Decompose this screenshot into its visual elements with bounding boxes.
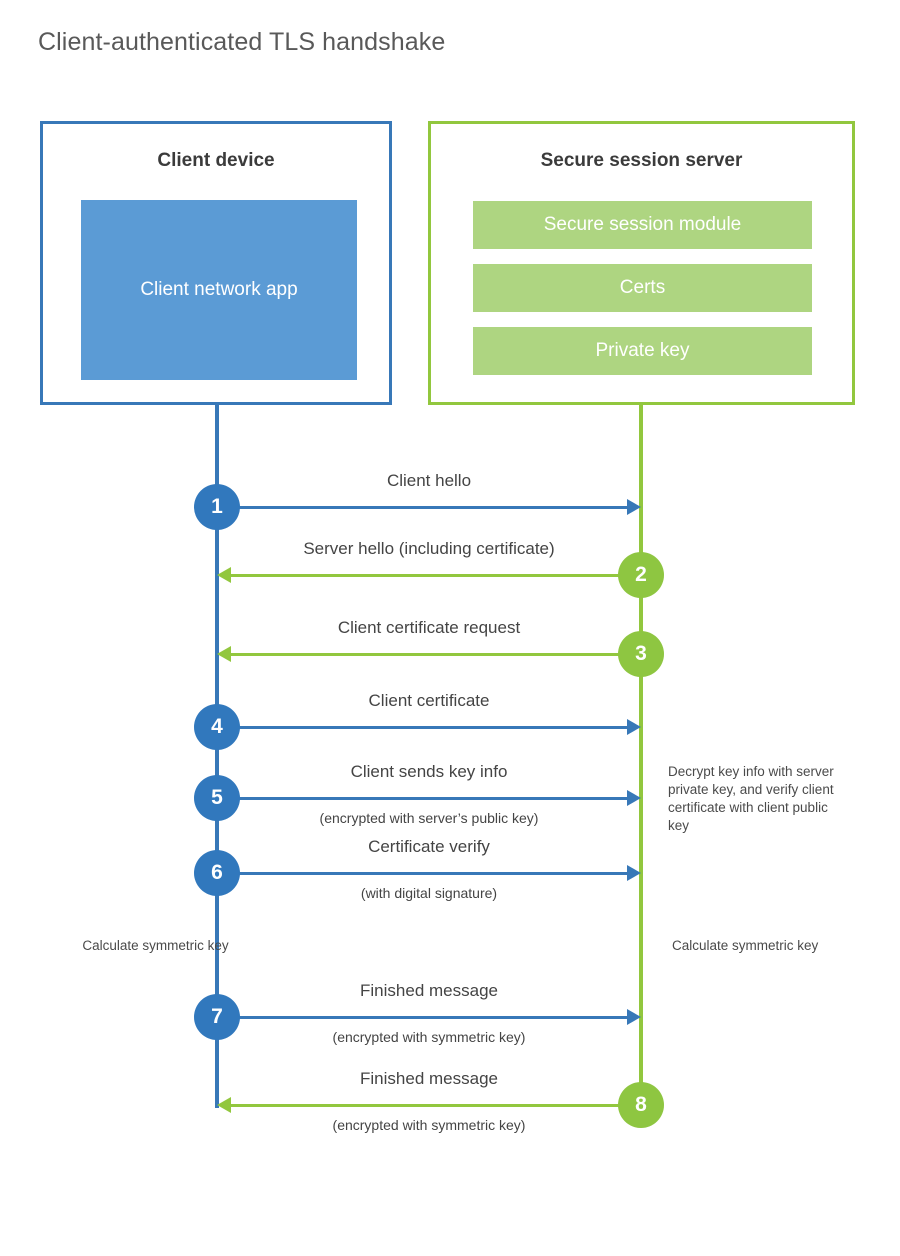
message-label-1: Client hello	[386, 471, 472, 490]
client-device-box: Client device Client network app	[40, 121, 392, 405]
secure-session-server-box: Secure session server Secure session mod…	[428, 121, 855, 405]
arrow-head-right-icon	[627, 1009, 641, 1025]
message-line-7	[217, 1016, 629, 1019]
secure-session-server-title: Secure session server	[540, 150, 743, 171]
step-circle-8[interactable]: 8	[618, 1082, 664, 1128]
step-circle-5[interactable]: 5	[194, 775, 240, 821]
message-line-4	[217, 726, 629, 729]
message-line-8	[231, 1104, 641, 1107]
client-network-app-block: Client network app	[81, 200, 357, 380]
message-sublabel-7: (encrypted with symmetric key)	[332, 1029, 526, 1045]
server-component-secure-session-module: Secure session module	[473, 201, 812, 249]
client-lifeline	[215, 405, 219, 1108]
arrow-head-right-icon	[627, 719, 641, 735]
page-title: Client-authenticated TLS handshake	[38, 28, 446, 56]
step-circle-6[interactable]: 6	[194, 850, 240, 896]
arrow-head-right-icon	[627, 499, 641, 515]
message-label-8: Finished message	[360, 1069, 498, 1088]
arrow-head-left-icon	[217, 567, 231, 583]
annotation-client-calculate-symmetric-key: Calculate symmetric key	[82, 938, 229, 953]
step-circle-7[interactable]: 7	[194, 994, 240, 1040]
server-lifeline	[639, 405, 643, 1106]
message-sublabel-6: (with digital signature)	[360, 885, 498, 901]
message-label-3: Client certificate request	[337, 618, 521, 637]
step-circle-3[interactable]: 3	[618, 631, 664, 677]
message-label-2: Server hello (including certificate)	[303, 539, 555, 558]
message-sublabel-5: (encrypted with server’s public key)	[319, 810, 539, 826]
annotation-server-calculate-symmetric-key: Calculate symmetric key	[672, 938, 819, 953]
message-label-5: Client sends key info	[350, 762, 508, 781]
client-device-title: Client device	[157, 150, 275, 171]
message-label-6: Certificate verify	[368, 837, 490, 856]
message-label-7: Finished message	[360, 981, 498, 1000]
arrow-head-left-icon	[217, 1097, 231, 1113]
server-component-certs: Certs	[473, 264, 812, 312]
message-sublabel-8: (encrypted with symmetric key)	[332, 1117, 526, 1133]
arrow-head-left-icon	[217, 646, 231, 662]
step-circle-2[interactable]: 2	[618, 552, 664, 598]
arrow-head-right-icon	[627, 790, 641, 806]
message-line-5	[217, 797, 629, 800]
message-line-1	[217, 506, 629, 509]
server-component-private-key: Private key	[473, 327, 812, 375]
message-line-2	[231, 574, 641, 577]
message-label-4: Client certificate	[368, 691, 490, 710]
arrow-head-right-icon	[627, 865, 641, 881]
step-circle-4[interactable]: 4	[194, 704, 240, 750]
step-circle-1[interactable]: 1	[194, 484, 240, 530]
annotation-server-decrypt: Decrypt key info with server private key…	[668, 764, 834, 833]
message-line-6	[217, 872, 629, 875]
message-line-3	[231, 653, 641, 656]
